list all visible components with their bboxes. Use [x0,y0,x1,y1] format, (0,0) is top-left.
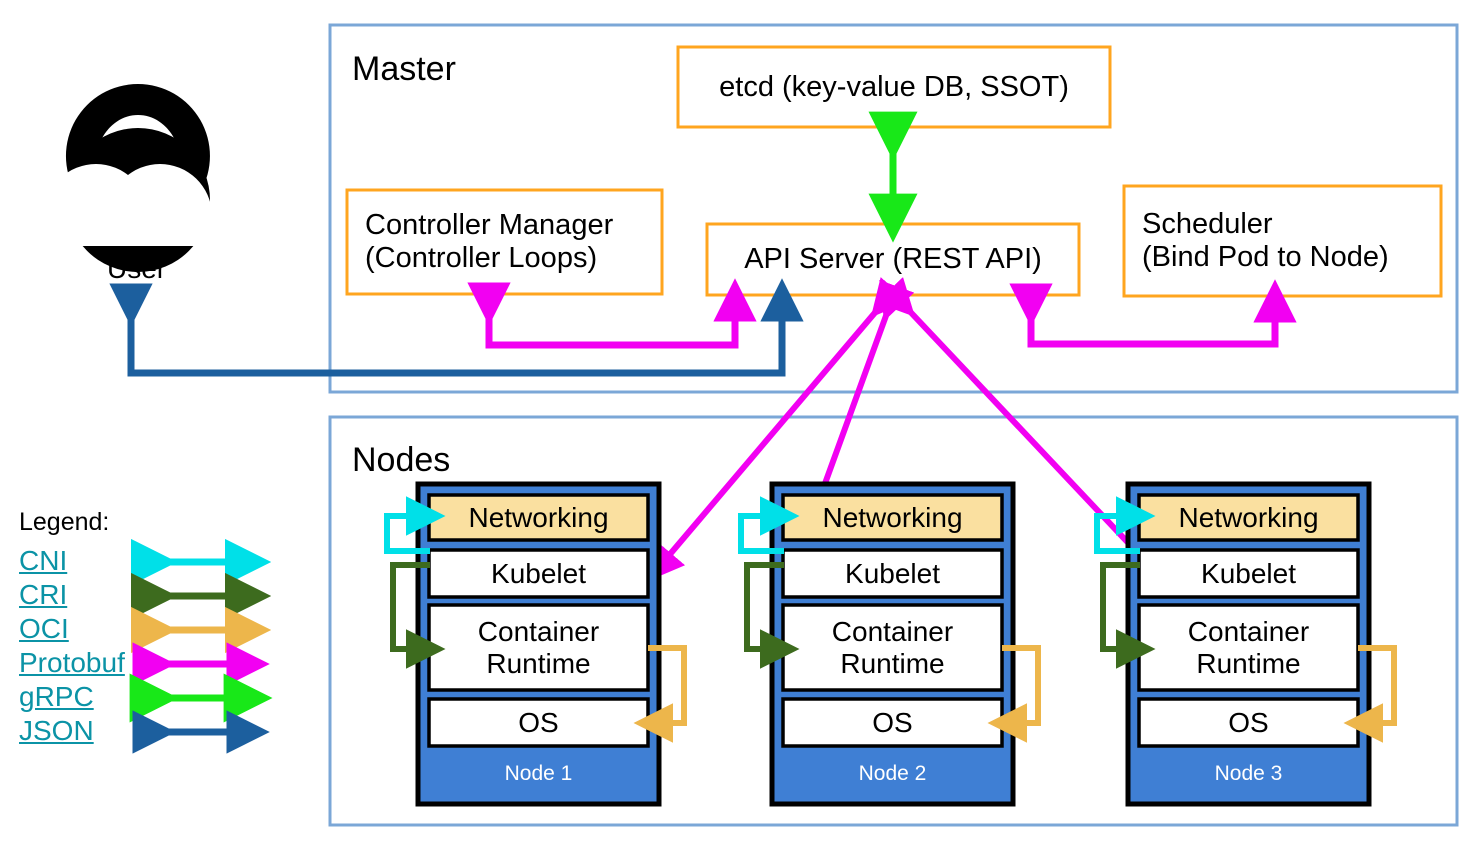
node-3-runtime-label: Container Runtime [1187,615,1310,679]
connection-cri-node-3 [1100,562,1156,669]
node-1-kubelet-box[interactable] [427,548,650,599]
user-avatar-icon [44,84,226,272]
node-1-runtime-label: Container Runtime [477,615,600,679]
node-1-name: Node 1 [504,762,573,785]
node-3-kubelet-box[interactable] [1137,548,1360,599]
connection-protobuf-apiserver-node3-kubelet [875,277,1164,581]
node-3[interactable] [1125,481,1372,807]
connection-json-user-apiserver [109,278,804,377]
node-1-os-label: OS [518,706,559,738]
legend-arrows [129,538,273,754]
node-1-networking-label: Networking [468,501,609,533]
legend-item-cri[interactable]: CRI [19,579,68,610]
master-group-title: Master [352,50,456,88]
node-3-name: Node 3 [1214,762,1283,785]
connection-cri-node-1 [390,562,446,669]
node-2-kubelet-box[interactable] [781,548,1004,599]
scheduler-box[interactable] [1122,184,1443,298]
node-2-os-box[interactable] [781,697,1004,748]
node-3-os-label: OS [1228,706,1269,738]
connection-oci-node-2 [987,645,1041,743]
node-3-networking-box[interactable] [1137,493,1360,542]
legend-title: Legend: [19,508,110,536]
node-2-runtime-label: Container Runtime [831,615,954,679]
node-3-kubelet-label: Kubelet [1201,557,1296,589]
connection-cri-node-2 [744,562,800,669]
connection-cni-node-3 [1094,496,1156,554]
node-1-networking-box[interactable] [427,493,650,542]
node-2-networking-box[interactable] [781,493,1004,542]
node-2[interactable] [769,481,1016,807]
node-2-name: Node 2 [858,762,927,785]
connection-protobuf-controllermanager-apiserver [467,278,757,349]
node-3-runtime-box[interactable] [1137,603,1360,692]
legend-item-json[interactable]: JSON [19,715,94,746]
scheduler-label: Scheduler (Bind Pod to Node) [1142,208,1389,273]
node-1-os-box[interactable] [427,697,650,748]
node-1-runtime-box[interactable] [427,603,650,692]
user-label: User [107,253,167,284]
legend-item-grpc[interactable]: gRPC [19,681,94,712]
node-2-os-label: OS [872,706,913,738]
controller-manager-label: Controller Manager (Controller Loops) [365,209,614,274]
connection-cni-node-1 [384,496,446,554]
node-2-networking-label: Networking [822,501,963,533]
node-1-kubelet-label: Kubelet [491,557,586,589]
connection-cni-node-2 [738,496,800,554]
connection-oci-node-1 [633,645,687,743]
node-2-kubelet-label: Kubelet [845,557,940,589]
connection-protobuf-apiserver-scheduler [1009,279,1297,348]
legend-item-protobuf[interactable]: Protobuf [19,647,125,678]
etcd-label: etcd (key-value DB, SSOT) [719,70,1069,103]
legend-item-oci[interactable]: OCI [19,613,69,644]
controller-manager-box[interactable] [345,188,664,296]
node-1[interactable] [415,481,662,807]
node-3-networking-label: Networking [1178,501,1319,533]
legend-item-cni[interactable]: CNI [19,545,68,576]
api-server-label: API Server (REST API) [744,243,1042,275]
nodes-group-title: Nodes [352,441,451,479]
connection-oci-node-3 [1343,645,1397,743]
